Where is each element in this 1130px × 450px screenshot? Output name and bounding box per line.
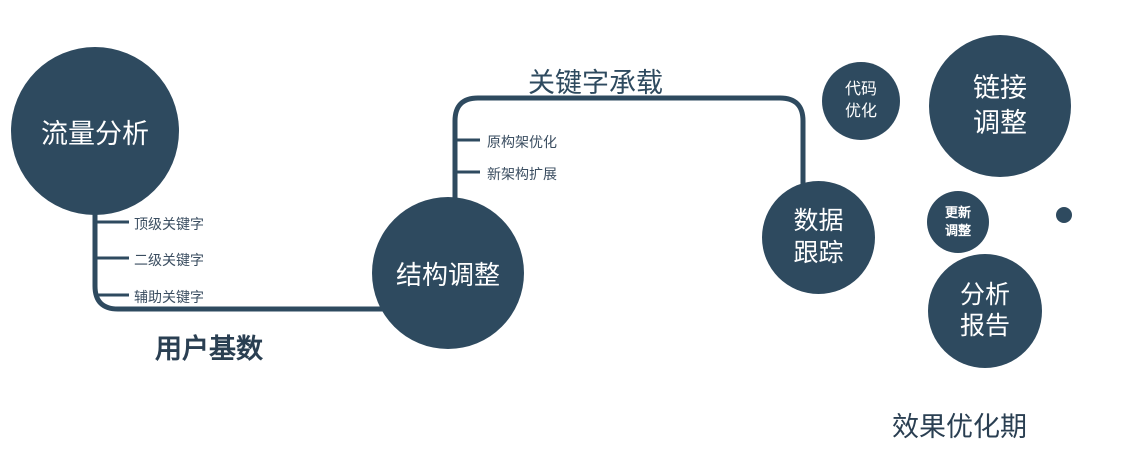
node-traffic-analysis: 流量分析: [11, 47, 179, 215]
branch-label-second-keyword: 二级关键字: [134, 252, 204, 268]
node-code-optimize: 代码 优化: [822, 62, 900, 140]
edge-traffic-to-structure: [92, 130, 448, 312]
node-update-adjust: 更新 调整: [927, 191, 989, 253]
node-tracking-label-line1: 数据: [793, 207, 844, 236]
node-update-label-line2: 调整: [944, 223, 971, 238]
node-report-label-line1: 分析: [959, 280, 1010, 309]
node-report-label-line2: 报告: [959, 312, 1010, 340]
node-link-label-line1: 链接: [973, 72, 1027, 103]
node-code-label-line2: 优化: [844, 103, 877, 120]
edge-structure-to-tracking: [452, 95, 806, 273]
node-link-label-line2: 调整: [973, 108, 1027, 138]
node-structure-adjust: 结构调整: [372, 197, 524, 349]
node-structure-label: 结构调整: [395, 259, 500, 290]
branch-label-arch-optimize: 原构架优化: [487, 134, 557, 150]
branch-label-aux-keyword: 辅助关键字: [134, 289, 204, 305]
edge-label-user-base: 用户基数: [155, 334, 263, 364]
node-traffic-label: 流量分析: [41, 118, 149, 149]
branch-label-arch-expand: 新架构扩展: [487, 166, 557, 182]
node-link-adjust: 链接 调整: [929, 35, 1071, 177]
node-code-label-line1: 代码: [844, 81, 877, 99]
node-analysis-report: 分析 报告: [928, 254, 1042, 368]
node-update-label-line1: 更新: [944, 205, 971, 221]
edge-label-keyword-carry: 关键字承载: [528, 68, 663, 98]
node-tracking-label-line2: 跟踪: [793, 238, 844, 267]
branch-label-top-keyword: 顶级关键字: [134, 216, 204, 232]
small-dot: [1056, 207, 1072, 223]
node-data-tracking: 数据 跟踪: [762, 181, 875, 294]
stage-label-effect-period: 效果优化期: [892, 412, 1027, 442]
